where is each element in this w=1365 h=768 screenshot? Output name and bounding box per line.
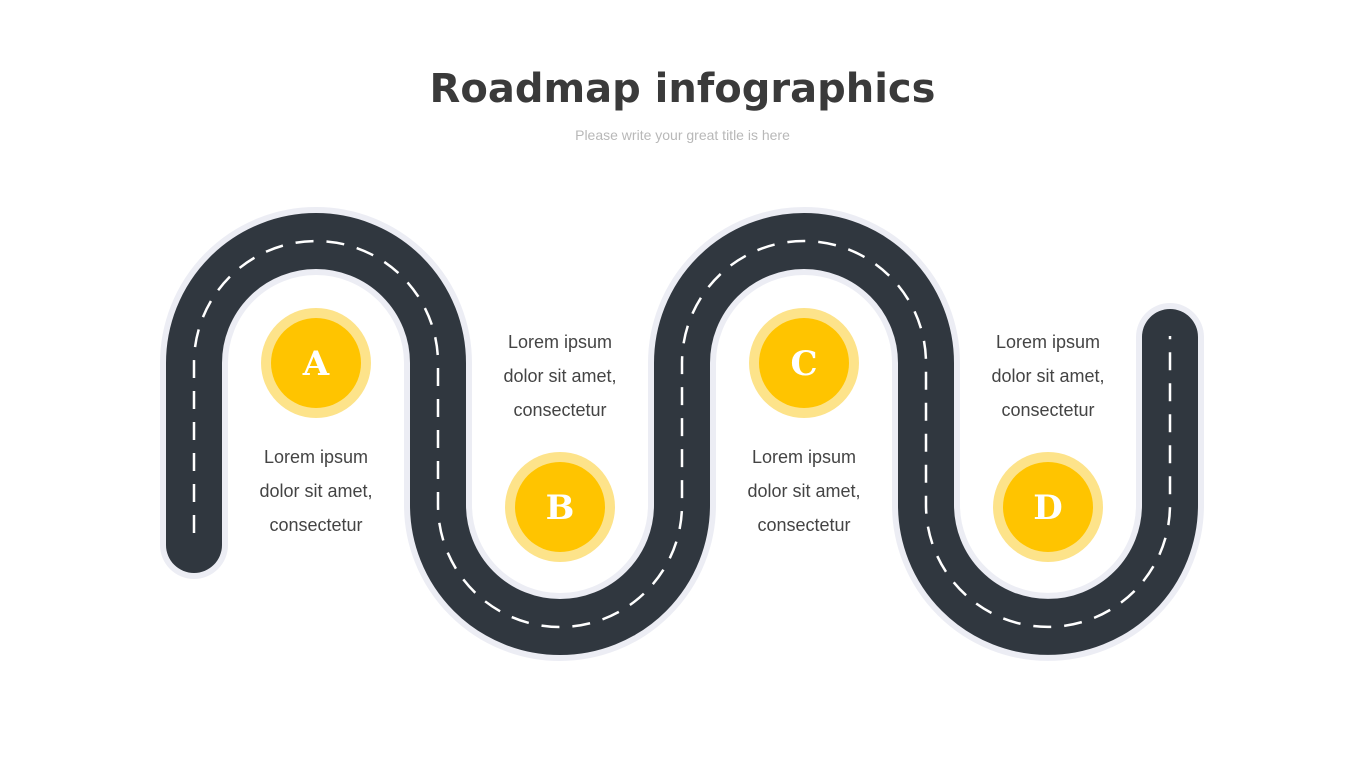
marker-letter: C <box>790 344 817 384</box>
step-description-d: Lorem ipsum dolor sit amet, consectetur <box>948 325 1148 427</box>
description-line: Lorem ipsum <box>751 447 857 467</box>
marker-letter: A <box>302 344 330 384</box>
step-marker-c: C <box>749 308 859 418</box>
page-title: Roadmap infographics <box>429 66 936 112</box>
lane-markings <box>192 239 1172 629</box>
marker-disc <box>271 318 361 408</box>
marker-disc <box>515 462 605 552</box>
description-line: dolor sit amet, <box>991 366 1105 386</box>
page-subtitle: Please write your great title is here <box>575 127 790 143</box>
step-marker-b: B <box>505 452 615 562</box>
description-line: Lorem ipsum <box>507 332 613 352</box>
marker-disc <box>759 318 849 408</box>
description-line: Lorem ipsum <box>263 447 369 467</box>
road <box>160 207 1204 661</box>
step-marker-d: D <box>993 452 1103 562</box>
step-description-a: Lorem ipsum dolor sit amet, consectetur <box>216 440 416 542</box>
marker-letter: B <box>546 488 575 528</box>
description-line: dolor sit amet, <box>747 481 861 501</box>
description-line: dolor sit amet, <box>503 366 617 386</box>
step-marker-a: A <box>261 308 371 418</box>
description-line: consectetur <box>1001 400 1095 420</box>
step-description-b: Lorem ipsum dolor sit amet, consectetur <box>460 325 660 427</box>
description-line: Lorem ipsum <box>995 332 1101 352</box>
description-line: dolor sit amet, <box>259 481 373 501</box>
description-line: consectetur <box>269 515 363 535</box>
marker-letter: D <box>1033 488 1062 528</box>
step-description-c: Lorem ipsum dolor sit amet, consectetur <box>704 440 904 542</box>
description-line: consectetur <box>757 515 851 535</box>
description-line: consectetur <box>513 400 607 420</box>
marker-disc <box>1003 462 1093 552</box>
